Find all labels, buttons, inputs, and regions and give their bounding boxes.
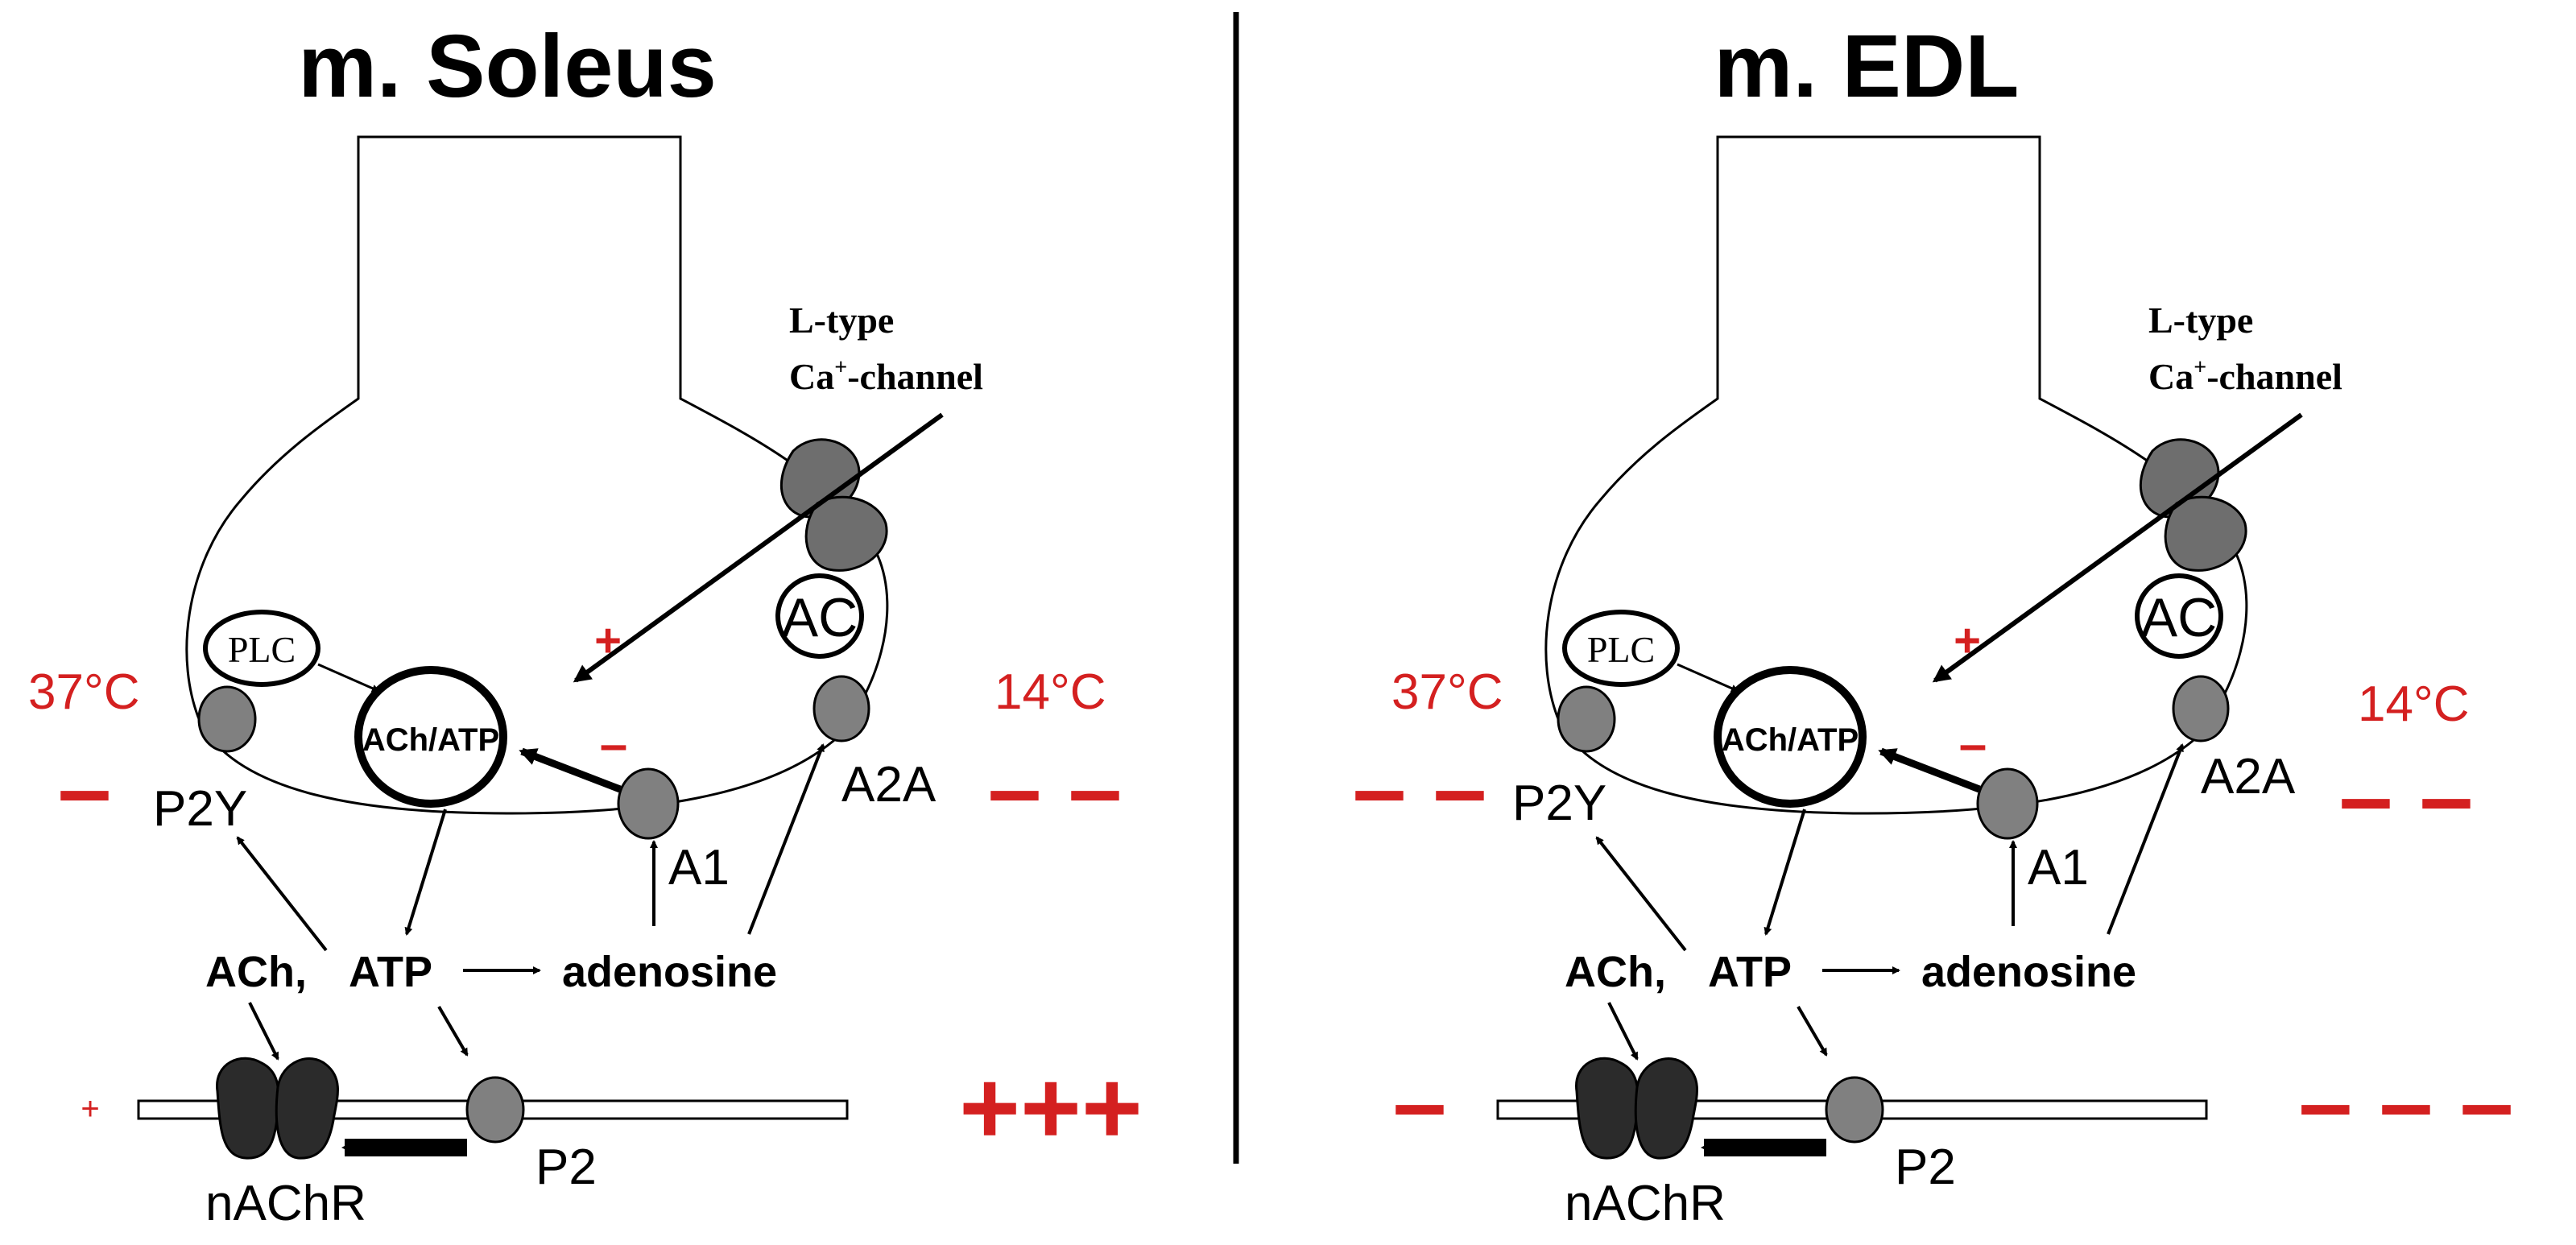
- vesicle-to-atp-arrow: [1764, 809, 1806, 936]
- nachr-label: nAChR: [205, 1176, 366, 1231]
- plc-to-vesicle-arrow: [1677, 663, 1739, 693]
- atp-label: ATP: [349, 948, 432, 996]
- atp-label: ATP: [1708, 948, 1792, 996]
- a1-inhibition-arrow: [1878, 747, 1981, 793]
- a1-label: A1: [668, 840, 730, 895]
- presyn-plus: +: [594, 614, 622, 667]
- ca-influx-arrow: [573, 412, 944, 683]
- p2-effect-warm: +: [81, 1091, 99, 1127]
- p2y-effect-warm: –: [58, 734, 112, 842]
- ach-atp-vesicle: [354, 666, 507, 808]
- a2a-receptor: [2172, 675, 2230, 742]
- p2y-label: P2Y: [153, 781, 247, 837]
- a2a-receptor: [812, 675, 870, 742]
- atp-to-p2y-arrow: [236, 836, 328, 952]
- ach-label: ACh,: [1565, 948, 1666, 996]
- p2y-effect-cold: – –: [2339, 742, 2474, 850]
- p2-effect-warm: –: [1393, 1049, 1447, 1156]
- temp-cold-label: 14°C: [994, 664, 1106, 720]
- a2a-label: A2A: [841, 757, 937, 813]
- nachr-receptor: [216, 1057, 339, 1160]
- ac-label: AC: [782, 587, 858, 648]
- ach-to-nachr-arrow: [248, 1002, 279, 1061]
- l-type-ca-label: Ca+-channel: [789, 355, 983, 397]
- a1-receptor: [617, 767, 680, 840]
- panel-soleus: m. Soleus L-type Ca+-channel AC A2A PLC …: [28, 17, 1143, 1231]
- vesicle-label: ACh/ATP: [362, 722, 499, 758]
- ach-to-nachr-arrow: [1607, 1002, 1639, 1061]
- atp-to-p2-arrow: [1797, 1005, 1828, 1057]
- adenosine-to-a2a-arrow: [2107, 743, 2184, 935]
- ach-label: ACh,: [205, 948, 307, 996]
- l-type-ca-channel: [779, 438, 888, 572]
- adenosine-to-a2a-arrow: [747, 743, 825, 935]
- a1-receptor: [1976, 767, 2039, 840]
- ac-enzyme: [775, 573, 864, 659]
- atp-to-p2-arrow: [437, 1005, 469, 1057]
- temp-warm-label: 37°C: [1391, 664, 1503, 720]
- plc-label: PLC: [228, 629, 296, 670]
- vesicle-label: ACh/ATP: [1722, 722, 1859, 758]
- p2-effect-cold: +++: [959, 1049, 1143, 1166]
- adenosine-label: adenosine: [562, 948, 777, 996]
- plc-enzyme: [203, 610, 320, 687]
- p2y-effect-cold: – –: [988, 734, 1123, 842]
- vesicle-to-atp-arrow: [404, 809, 447, 936]
- l-type-label: L-type: [2148, 300, 2253, 341]
- presyn-plus: +: [1954, 614, 1981, 667]
- temp-cold-label: 14°C: [2358, 676, 2470, 732]
- a1-inhibition-arrow: [519, 747, 622, 793]
- panel-title: m. EDL: [1714, 17, 2020, 116]
- p2y-receptor: [1557, 685, 1616, 753]
- presyn-minus: –: [1959, 717, 1987, 772]
- ach-atp-vesicle: [1714, 666, 1867, 808]
- l-type-ca-channel: [2139, 438, 2247, 572]
- a1-label: A1: [2028, 840, 2089, 895]
- atp-to-p2y-arrow: [1595, 836, 1687, 952]
- ac-enzyme: [2135, 573, 2223, 659]
- panel-title: m. Soleus: [298, 17, 717, 116]
- panel-edl: m. EDL L-type Ca+-channel AC A2A PLC P2Y…: [1353, 17, 2514, 1231]
- adenosine-label: adenosine: [1921, 948, 2136, 996]
- temp-warm-label: 37°C: [28, 664, 140, 720]
- p2y-receptor: [197, 685, 257, 753]
- p2-label: P2: [1895, 1140, 1956, 1195]
- p2y-effect-warm: – –: [1353, 734, 1487, 842]
- p2-receptor: [465, 1076, 525, 1144]
- presyn-minus: –: [600, 717, 627, 772]
- p2-effect-cold: – – –: [2299, 1049, 2514, 1156]
- a2a-label: A2A: [2201, 749, 2296, 804]
- p2y-label: P2Y: [1512, 776, 1606, 831]
- nachr-receptor: [1575, 1057, 1698, 1160]
- p2-receptor: [1825, 1076, 1884, 1144]
- l-type-label: L-type: [789, 300, 894, 341]
- l-type-ca-label: Ca+-channel: [2148, 355, 2342, 397]
- ca-influx-arrow: [1932, 412, 2303, 683]
- plc-enzyme: [1562, 610, 1680, 687]
- ac-label: AC: [2141, 587, 2217, 648]
- plc-label: PLC: [1587, 629, 1655, 670]
- p2-label: P2: [535, 1140, 597, 1195]
- nachr-label: nAChR: [1565, 1176, 1726, 1231]
- plc-to-vesicle-arrow: [317, 663, 380, 693]
